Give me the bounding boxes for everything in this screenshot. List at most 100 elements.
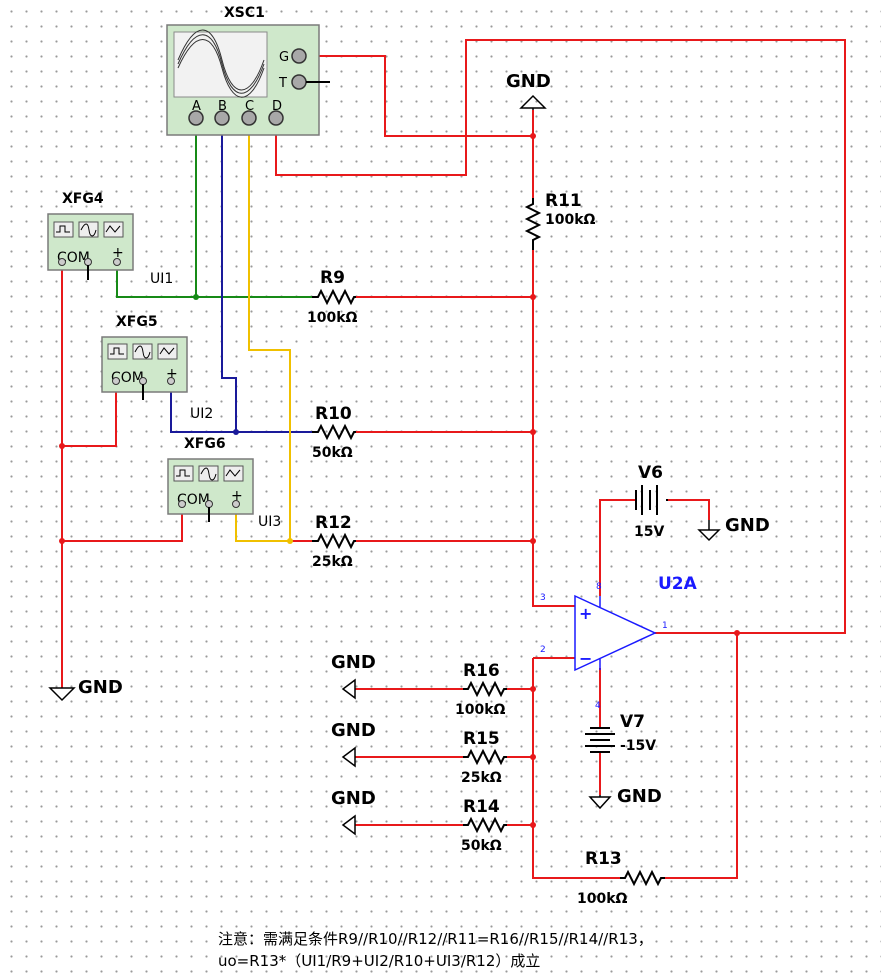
xfg6-com-terminal[interactable] — [205, 500, 213, 508]
scope-terminal-a[interactable] — [188, 110, 204, 126]
wire-v6-right — [666, 499, 710, 520]
xfg6-minus-terminal[interactable] — [178, 500, 186, 508]
wire-output-r13 — [655, 632, 738, 879]
wire-scope-g — [306, 55, 533, 137]
opamp-u2a[interactable]: + − 3 2 1 8 4 U2A — [540, 574, 698, 711]
r14-label: R14 — [463, 797, 500, 817]
r13-label: R13 — [585, 849, 622, 869]
pin-8: 8 — [596, 582, 602, 592]
junction — [233, 429, 239, 435]
ground-symbol-left — [48, 687, 76, 702]
wire-ui2 — [170, 381, 312, 433]
ground-symbol-v6 — [697, 520, 721, 542]
ground-symbol-top — [519, 94, 547, 110]
xfg5-plus-label: + — [166, 366, 178, 382]
resistor-r11[interactable] — [524, 198, 542, 250]
xfg5-label: XFG5 — [116, 314, 158, 330]
pin-4: 4 — [595, 701, 601, 711]
r10-value: 50kΩ — [312, 445, 353, 461]
square-wave-icon — [53, 221, 74, 238]
v6-value: 15V — [634, 524, 664, 540]
scope-label: XSC1 — [224, 5, 265, 21]
scope-terminal-g[interactable] — [291, 48, 307, 64]
resistor-r14[interactable] — [463, 816, 507, 834]
junction — [530, 294, 536, 300]
ground-symbol-r16 — [341, 678, 356, 700]
scope-terminal-t-label: T — [278, 76, 287, 91]
r11-value: 100kΩ — [545, 212, 596, 228]
net-label-ui2: UI2 — [190, 406, 213, 422]
opamp-label: U2A — [658, 574, 698, 594]
square-wave-icon — [107, 343, 128, 360]
xfg4-plus-label: + — [112, 245, 124, 261]
junction — [530, 822, 536, 828]
r15-value: 25kΩ — [461, 770, 502, 786]
r14-value: 50kΩ — [461, 838, 502, 854]
junction — [59, 538, 65, 544]
xfg4-minus-terminal[interactable] — [58, 258, 66, 266]
junction — [59, 443, 65, 449]
r11-label: R11 — [545, 191, 582, 211]
xfg6-plus-label: + — [231, 488, 243, 504]
net-label-ui1: UI1 — [150, 271, 173, 287]
wire-ui1 — [116, 262, 312, 298]
wire-scope-b — [221, 120, 237, 432]
function-generator-xfg6[interactable]: XFG6 COM + — [167, 436, 254, 522]
scope-terminal-g-label: G — [279, 50, 289, 65]
junction — [734, 630, 740, 636]
xfg4-com-terminal[interactable] — [84, 258, 92, 266]
v6-label: V6 — [638, 463, 663, 483]
resistor-r10[interactable] — [312, 423, 356, 441]
r12-label: R12 — [315, 513, 352, 533]
function-generator-xfg4[interactable]: XFG4 COM + — [47, 191, 134, 280]
junction-dots — [59, 133, 740, 828]
note-line-2: uo=R13*（UI1/R9+UI2/R10+UI3/R12）成立 — [218, 952, 541, 970]
ground-symbol-v7 — [588, 795, 612, 810]
junction — [530, 686, 536, 692]
condition-note: 注意：需满足条件R9//R10//R12//R11=R16//R15//R14/… — [218, 928, 653, 972]
scope-terminal-b[interactable] — [214, 110, 230, 126]
r13-value: 100kΩ — [577, 891, 628, 907]
r16-label: R16 — [463, 661, 500, 681]
wire-v6-left — [599, 499, 636, 596]
resistor-r9[interactable] — [312, 288, 356, 306]
xfg5-minus-terminal[interactable] — [112, 377, 120, 385]
square-wave-icon — [173, 465, 194, 482]
opamp-minus-sign: − — [579, 649, 592, 668]
dc-source-v6[interactable]: V6 15V — [634, 463, 668, 540]
gnd-label-v7: GND — [617, 786, 662, 807]
junction — [530, 754, 536, 760]
xfg4-label: XFG4 — [62, 191, 104, 207]
resistor-r12[interactable] — [312, 532, 356, 550]
gnd-label-v6: GND — [725, 515, 770, 536]
scope-terminal-d[interactable] — [268, 110, 284, 126]
gnd-label-r16: GND — [331, 652, 376, 673]
scope-terminal-c[interactable] — [241, 110, 257, 126]
resistor-r16[interactable] — [463, 680, 507, 698]
xfg5-plus-terminal[interactable] — [167, 377, 175, 385]
red-wires — [61, 39, 846, 879]
wire-xfg6-com — [62, 504, 183, 542]
junction — [530, 538, 536, 544]
resistor-r15[interactable] — [463, 748, 507, 766]
xfg6-plus-terminal[interactable] — [232, 500, 240, 508]
resistor-r13[interactable] — [620, 869, 665, 887]
sine-wave-icon — [177, 39, 265, 98]
scope-terminal-t[interactable] — [291, 74, 307, 90]
gnd-label-left: GND — [78, 677, 123, 698]
oscilloscope-xsc1[interactable]: XSC1 A B C D G T — [166, 5, 330, 136]
wire-scope-d-output — [275, 39, 846, 634]
function-generator-xfg5[interactable]: XFG5 COM + — [101, 314, 188, 400]
wire-scope-c — [248, 120, 291, 541]
pin-1: 1 — [662, 621, 668, 631]
dc-source-v7[interactable]: V7 -15V — [585, 712, 656, 754]
xfg4-plus-terminal[interactable] — [113, 258, 121, 266]
xfg5-com-terminal[interactable] — [139, 377, 147, 385]
sine-wave-icon — [177, 29, 265, 91]
net-label-ui3: UI3 — [258, 514, 281, 530]
pin-2: 2 — [540, 645, 546, 655]
sine-wave-icon — [177, 34, 265, 94]
r9-value: 100kΩ — [307, 310, 358, 326]
